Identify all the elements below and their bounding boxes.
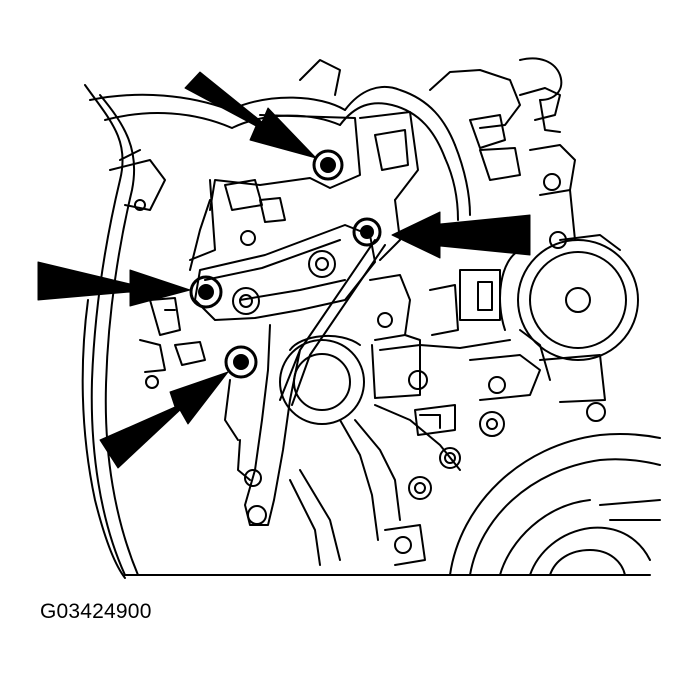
engine-outline — [81, 57, 661, 579]
bolt-top — [312, 149, 344, 181]
figure-caption: G03424900 — [40, 600, 152, 623]
bolt-upper-right — [352, 217, 382, 247]
arrow-left-icon — [37, 261, 191, 307]
arrow-top-icon — [184, 71, 317, 159]
arrow-right-icon — [391, 211, 531, 259]
arrow-bottom-icon — [99, 371, 229, 469]
bolt-left — [189, 275, 223, 309]
bolt-lower — [224, 345, 258, 379]
